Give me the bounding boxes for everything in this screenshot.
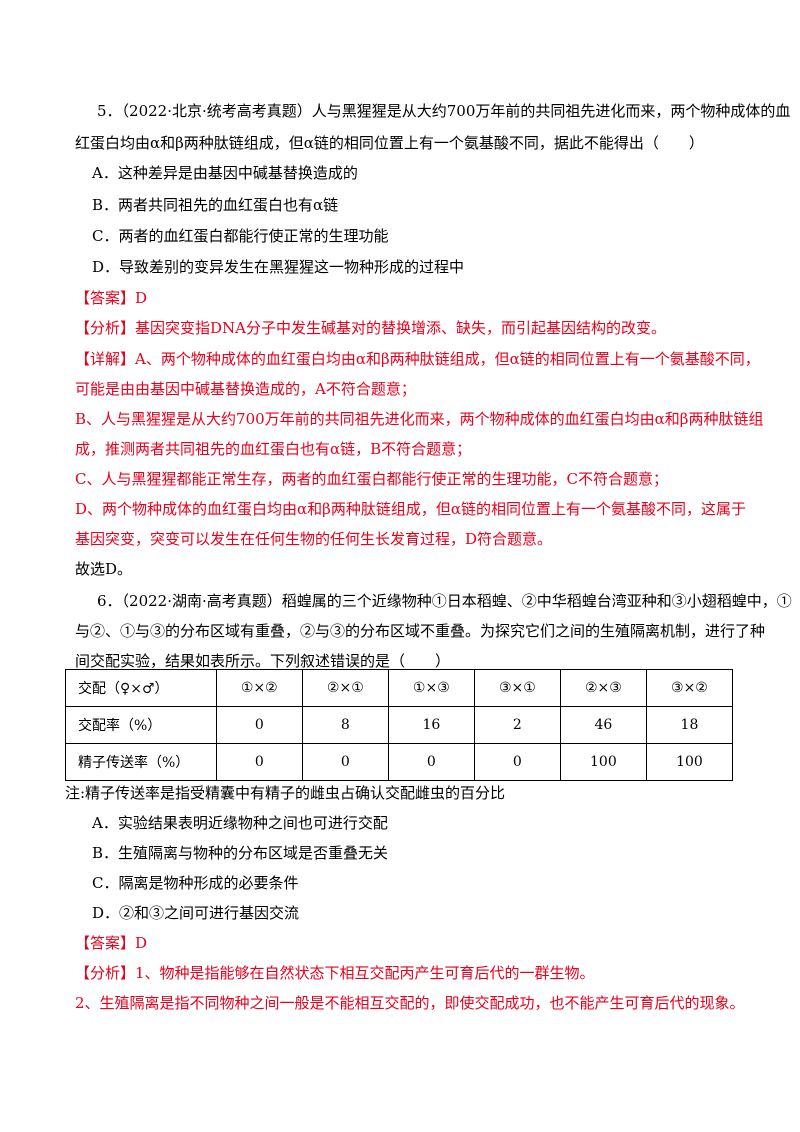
table-cell: 交配率（%）	[65, 706, 217, 744]
q5-detail-line-7: 基因突变，突变可以发生在任何生物的任何生长发育过程，D符合题意。	[75, 530, 553, 548]
q5-answer: 【答案】D	[75, 289, 148, 307]
q6-stem-line-1: 6．（2022·湖南·高考真题）稻蝗属的三个近缘物种①日本稻蝗、②中华稻蝗台湾亚…	[97, 592, 792, 610]
table-cell: 46	[559, 706, 647, 744]
table-cell: 精子传送率（%）	[65, 743, 217, 781]
q5-option-a: A．这种差异是由基因中碱基替换造成的	[92, 164, 358, 182]
mating-results-table: 交配（♀×♂） ①×② ②×① ①×③ ③×① ②×③ ③×② 交配率（%） 0…	[65, 669, 734, 781]
table-header-cell: ①×③	[387, 669, 475, 707]
table-cell: 0	[473, 743, 561, 781]
q5-option-c: C．两者的血红蛋白都能行使正常的生理功能	[92, 227, 389, 245]
table-cell: 8	[301, 706, 389, 744]
q6-analysis-line-1: 【分析】1、物种是指能够在自然状态下相互交配丙产生可育后代的一群生物。	[75, 964, 595, 982]
q5-analysis: 【分析】基因突变指DNA分子中发生碱基对的替换增添、缺失，而引起基因结构的改变。	[75, 319, 666, 337]
q6-option-c: C．隔离是物种形成的必要条件	[92, 874, 299, 892]
q5-detail-line-5: C、人与黑猩猩都能正常生存，两者的血红蛋白都能行使正常的生理功能，C不符合题意；	[75, 470, 668, 488]
table-cell: 18	[645, 706, 734, 744]
q6-stem-line-3: 间交配实验，结果如表所示。下列叙述错误的是（ ）	[75, 652, 451, 670]
q5-detail-line-6: D、两个物种成体的血红蛋白均由α和β两种肽链组成，但α链的相同位置上有一个氨基酸…	[75, 500, 746, 518]
q6-option-d: D．②和③之间可进行基因交流	[92, 904, 300, 922]
q5-detail-line-2: 可能是由由基因中碱基替换造成的，A不符合题意；	[75, 380, 416, 398]
q5-detail-line-1: 【详解】A、两个物种成体的血红蛋白均由α和β两种肽链组成，但α链的相同位置上有一…	[75, 350, 760, 368]
q5-detail-line-4: 成，推测两者共同祖先的血红蛋白也有α链，B不符合题意；	[75, 440, 472, 458]
table-cell: 0	[215, 706, 303, 744]
table-header-cell: 交配（♀×♂）	[65, 669, 217, 707]
q6-stem-line-2: 与②、①与③的分布区域有重叠，②与③的分布区域不重叠。为探究它们之间的生殖隔离机…	[75, 622, 766, 640]
table-row: 精子传送率（%） 0 0 0 0 100 100	[65, 743, 734, 781]
table-header-row: 交配（♀×♂） ①×② ②×① ①×③ ③×① ②×③ ③×②	[65, 669, 734, 707]
q5-stem-line-2: 红蛋白均由α和β两种肽链组成，但α链的相同位置上有一个氨基酸不同，据此不能得出（…	[75, 134, 704, 152]
table-header-cell: ②×①	[301, 669, 389, 707]
table-header-cell: ②×③	[559, 669, 647, 707]
q5-option-d: D．导致差别的变异发生在黑猩猩这一物种形成的过程中	[92, 258, 465, 276]
table-cell: 0	[215, 743, 303, 781]
q5-conclusion: 故选D。	[75, 560, 133, 578]
table-header-cell: ③×①	[473, 669, 561, 707]
table-cell: 2	[473, 706, 561, 744]
q6-analysis-line-2: 2、生殖隔离是指不同物种之间一般是不能相互交配的，即使交配成功，也不能产生可育后…	[75, 994, 745, 1012]
table-cell: 100	[559, 743, 647, 781]
q5-option-b: B．两者共同祖先的血红蛋白也有α链	[92, 196, 339, 214]
q6-answer: 【答案】D	[75, 934, 148, 952]
q6-option-a: A．实验结果表明近缘物种之间也可进行交配	[92, 814, 388, 832]
table-row: 交配率（%） 0 8 16 2 46 18	[65, 706, 734, 744]
q6-table-note: 注:精子传送率是指受精囊中有精子的雌虫占确认交配雌虫的百分比	[65, 784, 506, 802]
table-header-cell: ③×②	[645, 669, 734, 707]
table-cell: 16	[387, 706, 475, 744]
q5-detail-line-3: B、人与黑猩猩是从大约700万年前的共同祖先进化而来，两个物种成体的血红蛋白均由…	[75, 410, 764, 428]
q6-option-b: B．生殖隔离与物种的分布区域是否重叠无关	[92, 844, 389, 862]
table-header-cell: ①×②	[215, 669, 303, 707]
table-cell: 100	[645, 743, 734, 781]
table-cell: 0	[301, 743, 389, 781]
table-cell: 0	[387, 743, 475, 781]
q5-stem-line-1: 5．（2022·北京·统考高考真题）人与黑猩猩是从大约700万年前的共同祖先进化…	[97, 102, 791, 120]
